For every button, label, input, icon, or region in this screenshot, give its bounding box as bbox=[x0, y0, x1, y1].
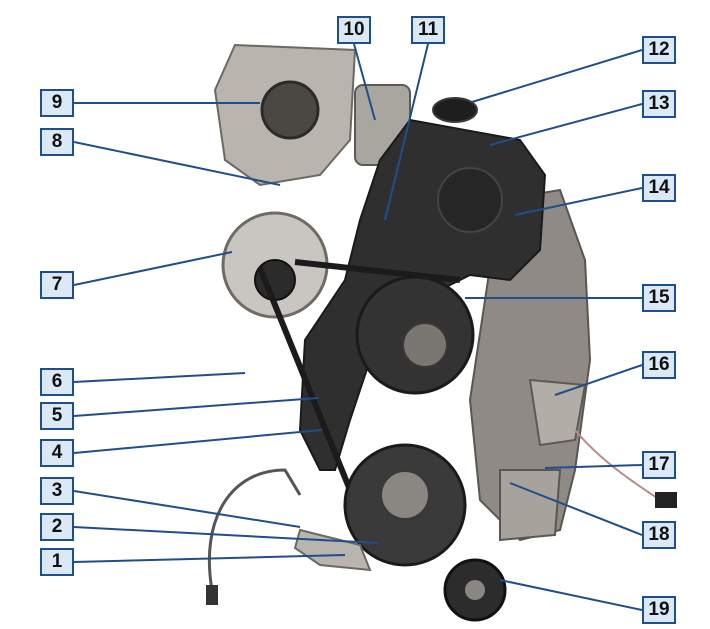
leader-line-18 bbox=[509, 482, 643, 536]
callout-3: 3 bbox=[40, 477, 74, 505]
callout-19: 19 bbox=[642, 596, 676, 624]
leader-line-17 bbox=[544, 464, 643, 469]
sensor-wire bbox=[207, 468, 302, 591]
leader-line-12 bbox=[471, 49, 643, 103]
accessory-belt bbox=[257, 259, 461, 492]
harness-wire bbox=[574, 429, 661, 501]
harness-connector bbox=[655, 492, 677, 508]
leader-line-11 bbox=[384, 43, 429, 221]
callout-13: 13 bbox=[642, 90, 676, 118]
leader-line-2 bbox=[73, 526, 379, 544]
leader-line-4 bbox=[73, 429, 323, 454]
callout-2: 2 bbox=[40, 513, 74, 541]
leader-line-14 bbox=[514, 187, 643, 216]
callout-18: 18 bbox=[642, 521, 676, 549]
callout-14: 14 bbox=[642, 174, 676, 202]
cover-plug bbox=[437, 167, 503, 233]
oil-filler-cap bbox=[432, 97, 478, 123]
tensioner-pulley-hub bbox=[465, 580, 485, 600]
callout-10: 10 bbox=[337, 16, 371, 44]
catalytic-converter bbox=[499, 469, 562, 542]
leader-line-5 bbox=[73, 397, 319, 417]
callout-4: 4 bbox=[40, 439, 74, 467]
throttle-bore bbox=[260, 80, 320, 140]
leader-line-7 bbox=[73, 251, 233, 286]
callout-6: 6 bbox=[40, 368, 74, 396]
timing-pulley-hub bbox=[402, 322, 448, 368]
callout-12: 12 bbox=[642, 36, 676, 64]
callout-16: 16 bbox=[642, 351, 676, 379]
callout-5: 5 bbox=[40, 402, 74, 430]
callout-1: 1 bbox=[40, 548, 74, 576]
callout-15: 15 bbox=[642, 284, 676, 312]
leader-line-19 bbox=[499, 579, 643, 611]
leader-line-8 bbox=[73, 141, 281, 186]
callout-9: 9 bbox=[40, 89, 74, 117]
leader-line-10 bbox=[353, 43, 376, 121]
leader-line-3 bbox=[73, 490, 301, 528]
crankshaft-pulley-hub bbox=[380, 470, 430, 520]
leader-line-6 bbox=[73, 372, 246, 383]
leader-lines bbox=[73, 43, 643, 611]
callout-11: 11 bbox=[411, 16, 445, 44]
engine-mount-bracket bbox=[528, 378, 587, 447]
alternator-pulley bbox=[254, 259, 296, 301]
leader-line-16 bbox=[554, 364, 643, 396]
sensor-connector bbox=[206, 585, 218, 605]
leader-line-1 bbox=[73, 554, 346, 563]
callout-8: 8 bbox=[40, 128, 74, 156]
leader-line-13 bbox=[489, 103, 643, 146]
callout-7: 7 bbox=[40, 271, 74, 299]
callout-17: 17 bbox=[642, 451, 676, 479]
